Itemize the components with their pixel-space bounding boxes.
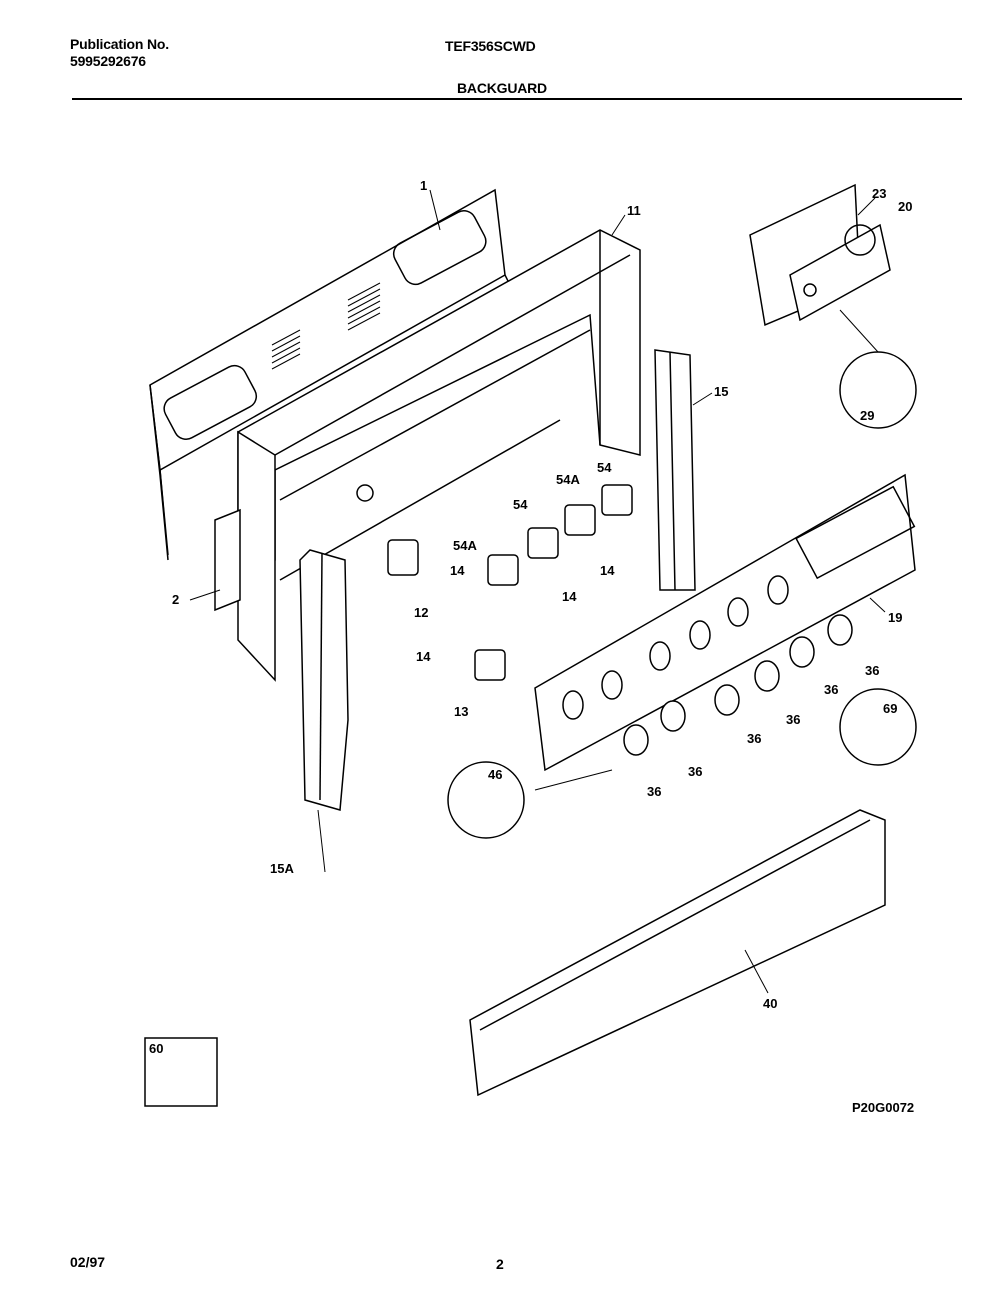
callout-15: 15 xyxy=(714,384,728,399)
callout-60: 60 xyxy=(149,1041,163,1056)
back-panel xyxy=(149,188,511,561)
model-number: TEF356SCWD xyxy=(445,38,536,54)
callout-14-b: 14 xyxy=(600,563,615,578)
callout-54a-left: 54A xyxy=(453,538,477,553)
callout-23: 23 xyxy=(872,186,886,201)
callout-14-c: 14 xyxy=(562,589,577,604)
callout-36-b: 36 xyxy=(824,682,838,697)
infinite-switches xyxy=(387,484,633,681)
clock-timer-assembly xyxy=(749,183,891,327)
callout-1: 1 xyxy=(420,178,427,193)
callout-13: 13 xyxy=(454,704,468,719)
callout-15a: 15A xyxy=(270,861,294,876)
callout-14-d: 14 xyxy=(416,649,431,664)
callout-2: 2 xyxy=(172,592,179,607)
callout-40: 40 xyxy=(763,996,777,1011)
control-panel xyxy=(534,473,916,772)
footer-date: 02/97 xyxy=(70,1254,106,1270)
callout-36-c: 36 xyxy=(786,712,800,727)
callout-11: 11 xyxy=(627,203,641,218)
callout-54-left: 54 xyxy=(513,497,528,512)
callout-69: 69 xyxy=(883,701,897,716)
callout-54-right: 54 xyxy=(597,460,612,475)
callout-12: 12 xyxy=(414,605,428,620)
leader-lines xyxy=(189,189,886,994)
callout-36-d: 36 xyxy=(747,731,761,746)
screw-inset-box xyxy=(144,1037,218,1107)
callout-29: 29 xyxy=(860,408,874,423)
backguard-frame xyxy=(237,229,641,682)
publication-number: 5995292676 xyxy=(70,53,146,69)
callout-54a-right: 54A xyxy=(556,472,580,487)
callout-labels: 1 11 23 20 15 29 2 54A 54 54A 54 14 14 1… xyxy=(149,178,912,1056)
backguard-trim xyxy=(469,809,886,1097)
header-rule xyxy=(72,98,962,100)
mounting-bracket xyxy=(214,508,241,612)
callout-19: 19 xyxy=(888,610,902,625)
callout-14-a: 14 xyxy=(450,563,465,578)
callout-36-e: 36 xyxy=(688,764,702,779)
publication-label: Publication No. xyxy=(70,36,169,52)
push-button-detail-circle xyxy=(447,761,525,839)
section-title: BACKGUARD xyxy=(457,80,547,96)
knob-detail-circle xyxy=(839,351,917,429)
left-side-bracket xyxy=(299,549,349,811)
control-knobs xyxy=(623,614,853,756)
right-side-bracket xyxy=(654,349,696,591)
callout-36-a: 36 xyxy=(865,663,879,678)
page-number: 2 xyxy=(496,1256,504,1272)
callout-20: 20 xyxy=(898,199,912,214)
callout-36-f: 36 xyxy=(647,784,661,799)
screw-detail-circle xyxy=(839,688,917,766)
drawing-code: P20G0072 xyxy=(852,1100,915,1115)
callout-46: 46 xyxy=(488,767,502,782)
